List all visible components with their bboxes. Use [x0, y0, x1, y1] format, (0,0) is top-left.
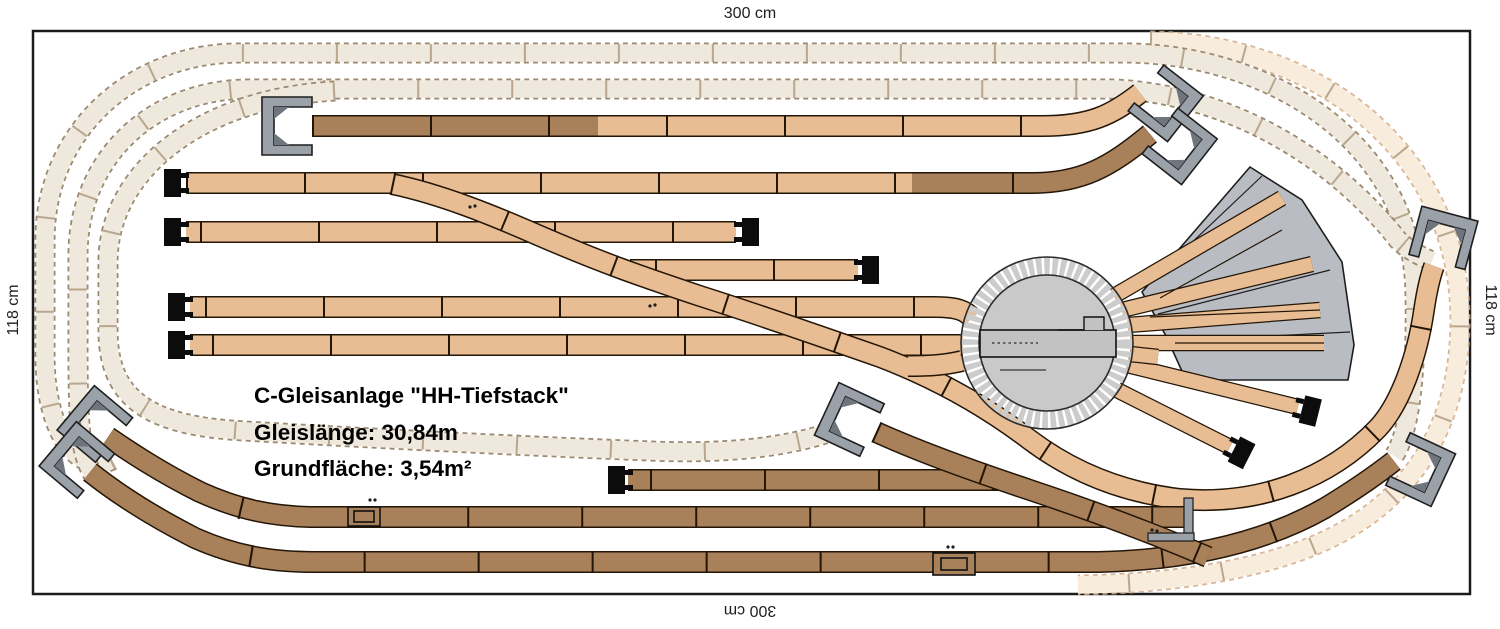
hidden-track-middle-link [97, 80, 832, 463]
dimension-label-left: 118 cm [5, 284, 22, 335]
dimension-label-bottom: 300 cm [724, 602, 776, 619]
turntable [960, 256, 1134, 430]
contact-track-symbol [932, 552, 976, 576]
bottom-track-lower [83, 452, 1401, 573]
plan-title: C-Gleisanlage "HH-Tiefstack" [254, 383, 569, 408]
hidden-track-inner-loop [67, 78, 1437, 482]
yard-ladder-and-climb-curve [389, 173, 1445, 512]
track-end-bracket [1147, 497, 1195, 542]
turntable-bridge [979, 329, 1117, 358]
bottom-track-upper [101, 427, 1184, 528]
title-block: C-Gleisanlage "HH-Tiefstack" Gleislänge:… [254, 383, 569, 481]
turnout-marks [368, 204, 1159, 549]
dimension-label-right: 118 cm [1482, 284, 1499, 335]
hidden-track-pink-outer-loop [1077, 30, 1471, 596]
yard-track-5 [190, 296, 981, 326]
yard-track-2 [186, 125, 1157, 194]
dimension-label-top: 300 cm [724, 5, 776, 22]
plan-track-length: Gleislänge: 30,84m [254, 420, 458, 445]
yard-track-1 [312, 84, 1147, 137]
turntable-radial-tracks [1109, 190, 1324, 455]
plan-area: Grundfläche: 3,54m² [254, 456, 472, 481]
contact-track-symbol [347, 506, 381, 527]
